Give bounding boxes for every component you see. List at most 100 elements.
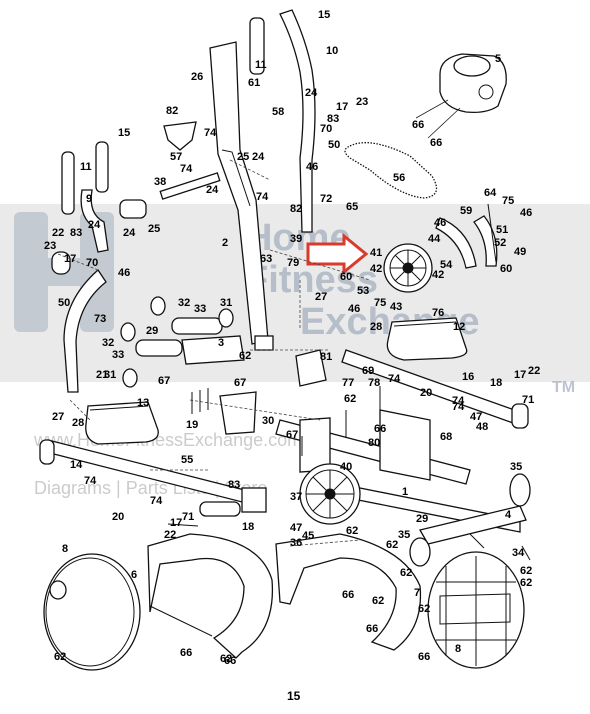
callout-23: 23: [44, 240, 56, 252]
callout-46: 46: [520, 207, 532, 219]
callout-42: 42: [432, 269, 444, 281]
callout-39: 39: [290, 233, 302, 245]
callout-11: 11: [80, 161, 92, 173]
callout-62: 62: [520, 577, 532, 589]
callout-25: 25: [237, 151, 249, 163]
callout-33: 33: [112, 349, 124, 361]
callout-23: 23: [356, 96, 368, 108]
callout-78: 78: [368, 377, 380, 389]
callout-74: 74: [204, 127, 217, 139]
callout-56: 56: [393, 172, 405, 184]
callout-13: 13: [137, 397, 149, 409]
callout-36: 36: [290, 537, 302, 549]
callout-73: 73: [94, 313, 106, 325]
callout-62: 62: [344, 393, 356, 405]
right-pedal-part: [386, 317, 468, 361]
callout-66: 66: [366, 623, 378, 635]
right-shroud-part: [275, 533, 422, 651]
callout-28: 28: [72, 417, 84, 429]
callout-74: 74: [84, 475, 97, 487]
callout-35: 35: [510, 461, 522, 473]
callout-21: 21: [96, 369, 108, 381]
bushings-part: [120, 296, 234, 388]
callout-52: 52: [494, 237, 506, 249]
callout-82: 82: [290, 203, 302, 215]
callout-62: 62: [372, 595, 384, 607]
callout-47: 47: [290, 522, 302, 534]
right-arm-part: [249, 9, 316, 233]
left-pedal-part: [85, 401, 159, 445]
callout-76: 76: [432, 307, 444, 319]
callout-63: 63: [260, 253, 272, 265]
callout-46: 46: [306, 161, 318, 173]
callout-62: 62: [220, 653, 232, 665]
callout-27: 27: [315, 291, 327, 303]
callout-59: 59: [460, 205, 472, 217]
callout-7: 7: [414, 587, 420, 599]
flywheel-part: [299, 463, 361, 525]
watermark-line2: Fitness: [245, 259, 378, 301]
callout-34: 34: [512, 547, 525, 559]
callout-50: 50: [58, 297, 70, 309]
callout-28: 28: [370, 321, 382, 333]
callout-27: 27: [52, 411, 64, 423]
callout-62: 62: [346, 525, 358, 537]
callout-70: 70: [320, 123, 332, 135]
callout-66: 66: [342, 589, 354, 601]
callout-29: 29: [146, 325, 158, 337]
callout-24: 24: [88, 219, 101, 231]
callout-30: 30: [262, 415, 274, 427]
callout-66: 66: [180, 647, 192, 659]
left-upper-handle-part: [61, 141, 109, 253]
callout-29: 29: [416, 513, 428, 525]
callout-64: 64: [484, 187, 497, 199]
callout-6: 6: [131, 569, 137, 581]
callout-40: 40: [340, 461, 352, 473]
callout-15: 15: [318, 9, 330, 21]
callout-74: 74: [452, 395, 465, 407]
callout-46: 46: [348, 303, 360, 315]
callout-3: 3: [218, 337, 224, 349]
callout-74: 74: [452, 401, 465, 413]
upright-post-part: [209, 41, 274, 351]
callout-41: 41: [370, 247, 382, 259]
callout-67: 67: [286, 429, 298, 441]
callout-62: 62: [386, 539, 398, 551]
page-number: 15: [287, 689, 301, 703]
callout-55: 55: [181, 454, 193, 466]
console-part: [415, 53, 507, 139]
callout-20: 20: [112, 511, 124, 523]
callout-72: 72: [320, 193, 332, 205]
callout-62: 62: [418, 603, 430, 615]
callout-75: 75: [374, 297, 386, 309]
callout-25: 25: [148, 223, 160, 235]
callout-5: 5: [495, 53, 501, 65]
callout-46: 46: [434, 217, 446, 229]
main-frame-part: [275, 409, 531, 567]
callout-46: 46: [118, 267, 130, 279]
hardware-bolts: [167, 386, 531, 561]
callout-10: 10: [326, 45, 338, 57]
callout-24: 24: [305, 87, 318, 99]
callout-67: 67: [158, 375, 170, 387]
callout-83: 83: [327, 113, 339, 125]
callout-60: 60: [500, 263, 512, 275]
callout-69: 69: [362, 365, 374, 377]
callout-58: 58: [272, 106, 284, 118]
callout-70: 70: [86, 257, 98, 269]
callout-80: 80: [368, 437, 380, 449]
callout-75: 75: [502, 195, 514, 207]
callout-44: 44: [428, 233, 441, 245]
callout-1: 1: [402, 486, 408, 498]
callout-17: 17: [514, 369, 526, 381]
callout-38: 38: [154, 176, 166, 188]
callout-50: 50: [328, 139, 340, 151]
callout-51: 51: [496, 224, 508, 236]
watermark-trademark: TM: [552, 379, 575, 396]
callout-49: 49: [514, 246, 526, 258]
callout-12: 12: [453, 321, 465, 333]
callout-74: 74: [256, 191, 269, 203]
left-arm-part: [51, 251, 107, 393]
brake-assembly-part: [435, 203, 498, 269]
